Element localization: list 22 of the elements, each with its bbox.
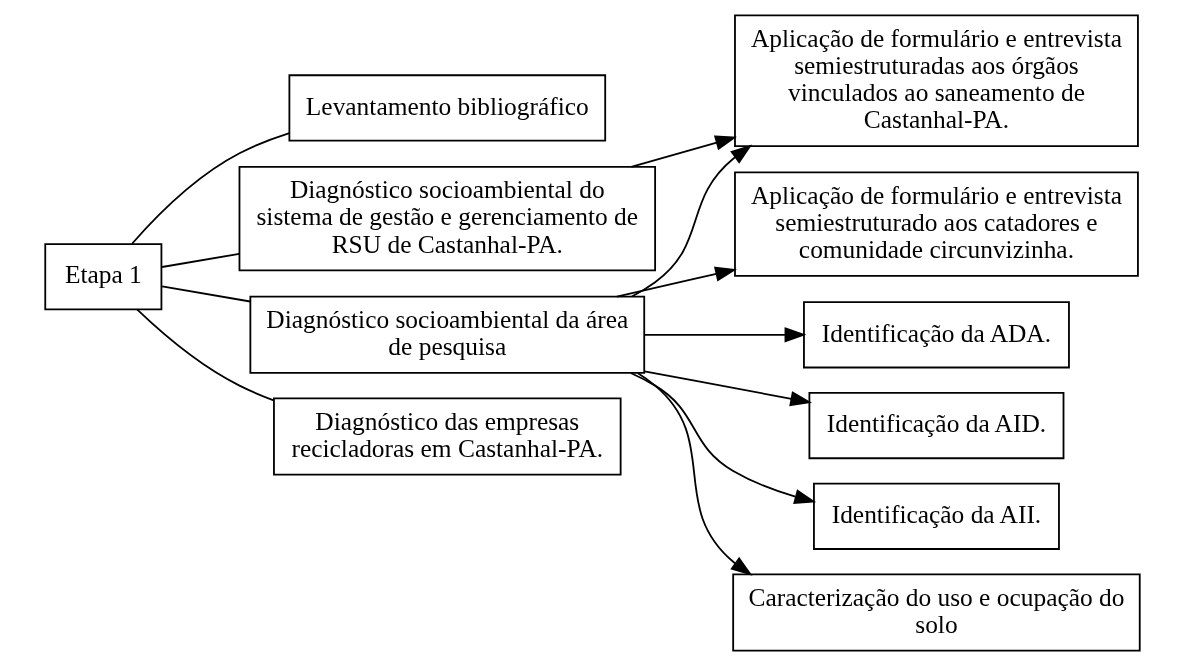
arrow — [643, 370, 812, 407]
node-box: Diagnóstico socioambiental da área de pesquisa — [248, 295, 645, 374]
connector — [135, 308, 275, 402]
node-box: Diagnóstico das empresas recicladoras em Castanhal-PA. — [272, 397, 622, 476]
node-box: Identificação da ADA. — [802, 301, 1070, 369]
connector — [130, 132, 290, 245]
node-box: Etapa 1 — [43, 243, 162, 311]
node-box: Levantamento bibliográfico — [287, 74, 606, 142]
arrow — [636, 372, 752, 576]
arrow — [629, 372, 816, 504]
node-box: Aplicação de formulário e entrevista semiestruturado aos catadores e comunidade circunvizinha. — [733, 171, 1139, 277]
arrow — [643, 327, 806, 343]
node-box: Diagnóstico socioambiental do sistema de gestão e gerenciamento de RSU de Castanhal-PA. — [238, 166, 656, 272]
node-box: Identificação da AII. — [812, 482, 1060, 550]
node-box: Identificação da AID. — [808, 392, 1064, 460]
arrow — [615, 266, 737, 298]
node-box: Caracterização do uso e ocupação do solo — [731, 573, 1141, 652]
node-box: Aplicação de formulário e entrevista semiestruturadas aos órgãos vinculados ao saneamento de Castanhal-PA. — [733, 14, 1139, 147]
arrow — [629, 135, 737, 168]
connector — [160, 252, 240, 268]
connector — [160, 285, 251, 303]
arrow — [630, 144, 752, 298]
